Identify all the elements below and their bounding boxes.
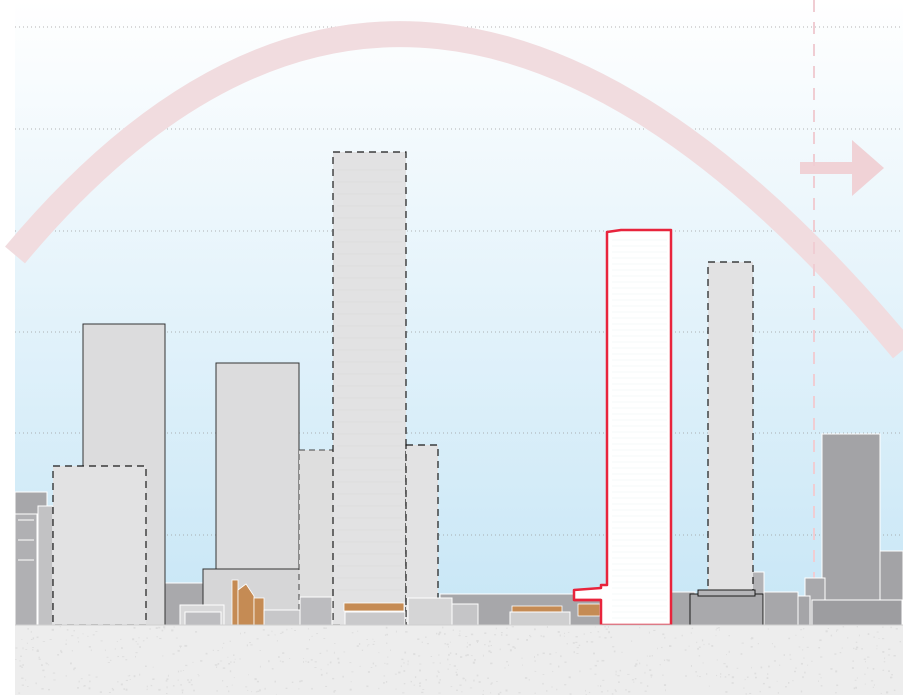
approved-tower-left	[52, 465, 147, 626]
proposed-tower-floor-lines	[612, 239, 667, 619]
approved-tower-floor-lines	[337, 169, 402, 591]
approved-tower-right	[707, 261, 754, 626]
ground	[15, 625, 903, 695]
background-buildings-left	[14, 491, 54, 626]
proposed-tower	[572, 228, 673, 627]
sun-path-arc	[5, 21, 903, 359]
approved-tower-tall	[332, 151, 407, 626]
approved-buildings	[52, 151, 764, 626]
ground-texture	[15, 626, 902, 695]
approved-annex	[405, 444, 439, 626]
